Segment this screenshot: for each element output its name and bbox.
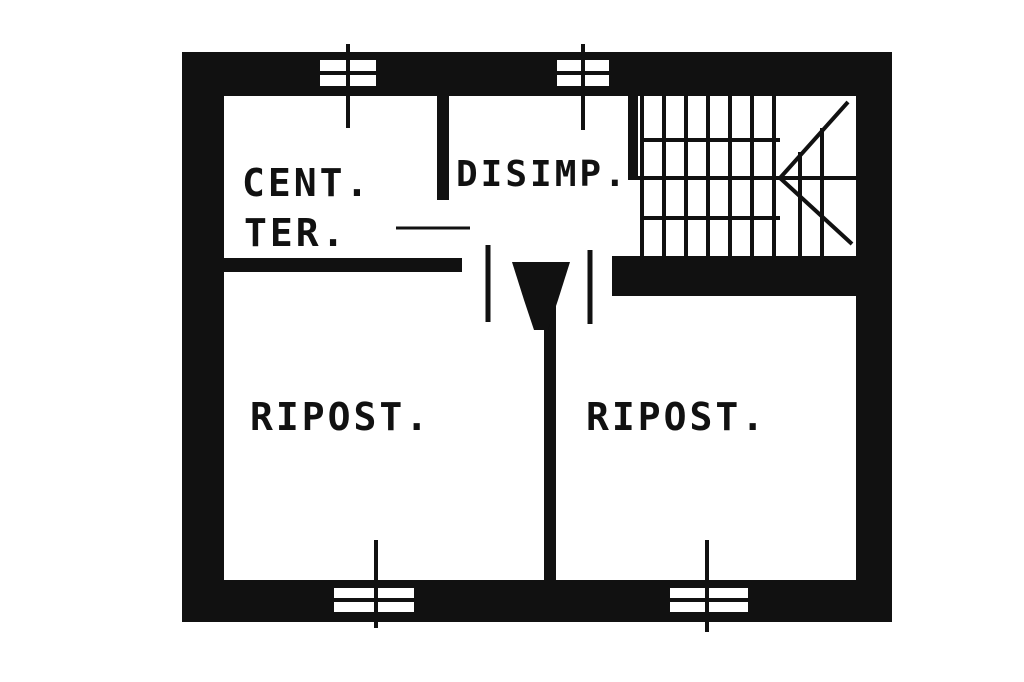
outer-walls [182,52,892,622]
label-ripostiglio-left: RIPOST. [250,395,431,439]
label-disimpegno: DISIMP. [456,154,629,195]
label-centrale-line1: CENT. [242,161,371,205]
window-top-middle [553,44,613,130]
staircase [638,96,856,256]
wall-centrale-disimp [437,96,449,200]
window-bottom-right [666,540,752,632]
wall-stair-left [628,96,638,180]
chimney-flue [512,262,570,330]
wall-centrale-bottom [224,258,462,272]
wall-stair-bottom [612,256,856,296]
wall-ripost-divider [544,300,556,582]
window-bottom-left [330,540,418,628]
window-top-left [316,44,380,128]
label-ripostiglio-right: RIPOST. [586,395,767,439]
label-centrale-line2: TER. [244,211,348,255]
door-jambs [485,245,593,324]
interior-walls [224,96,856,582]
windows [316,44,752,632]
